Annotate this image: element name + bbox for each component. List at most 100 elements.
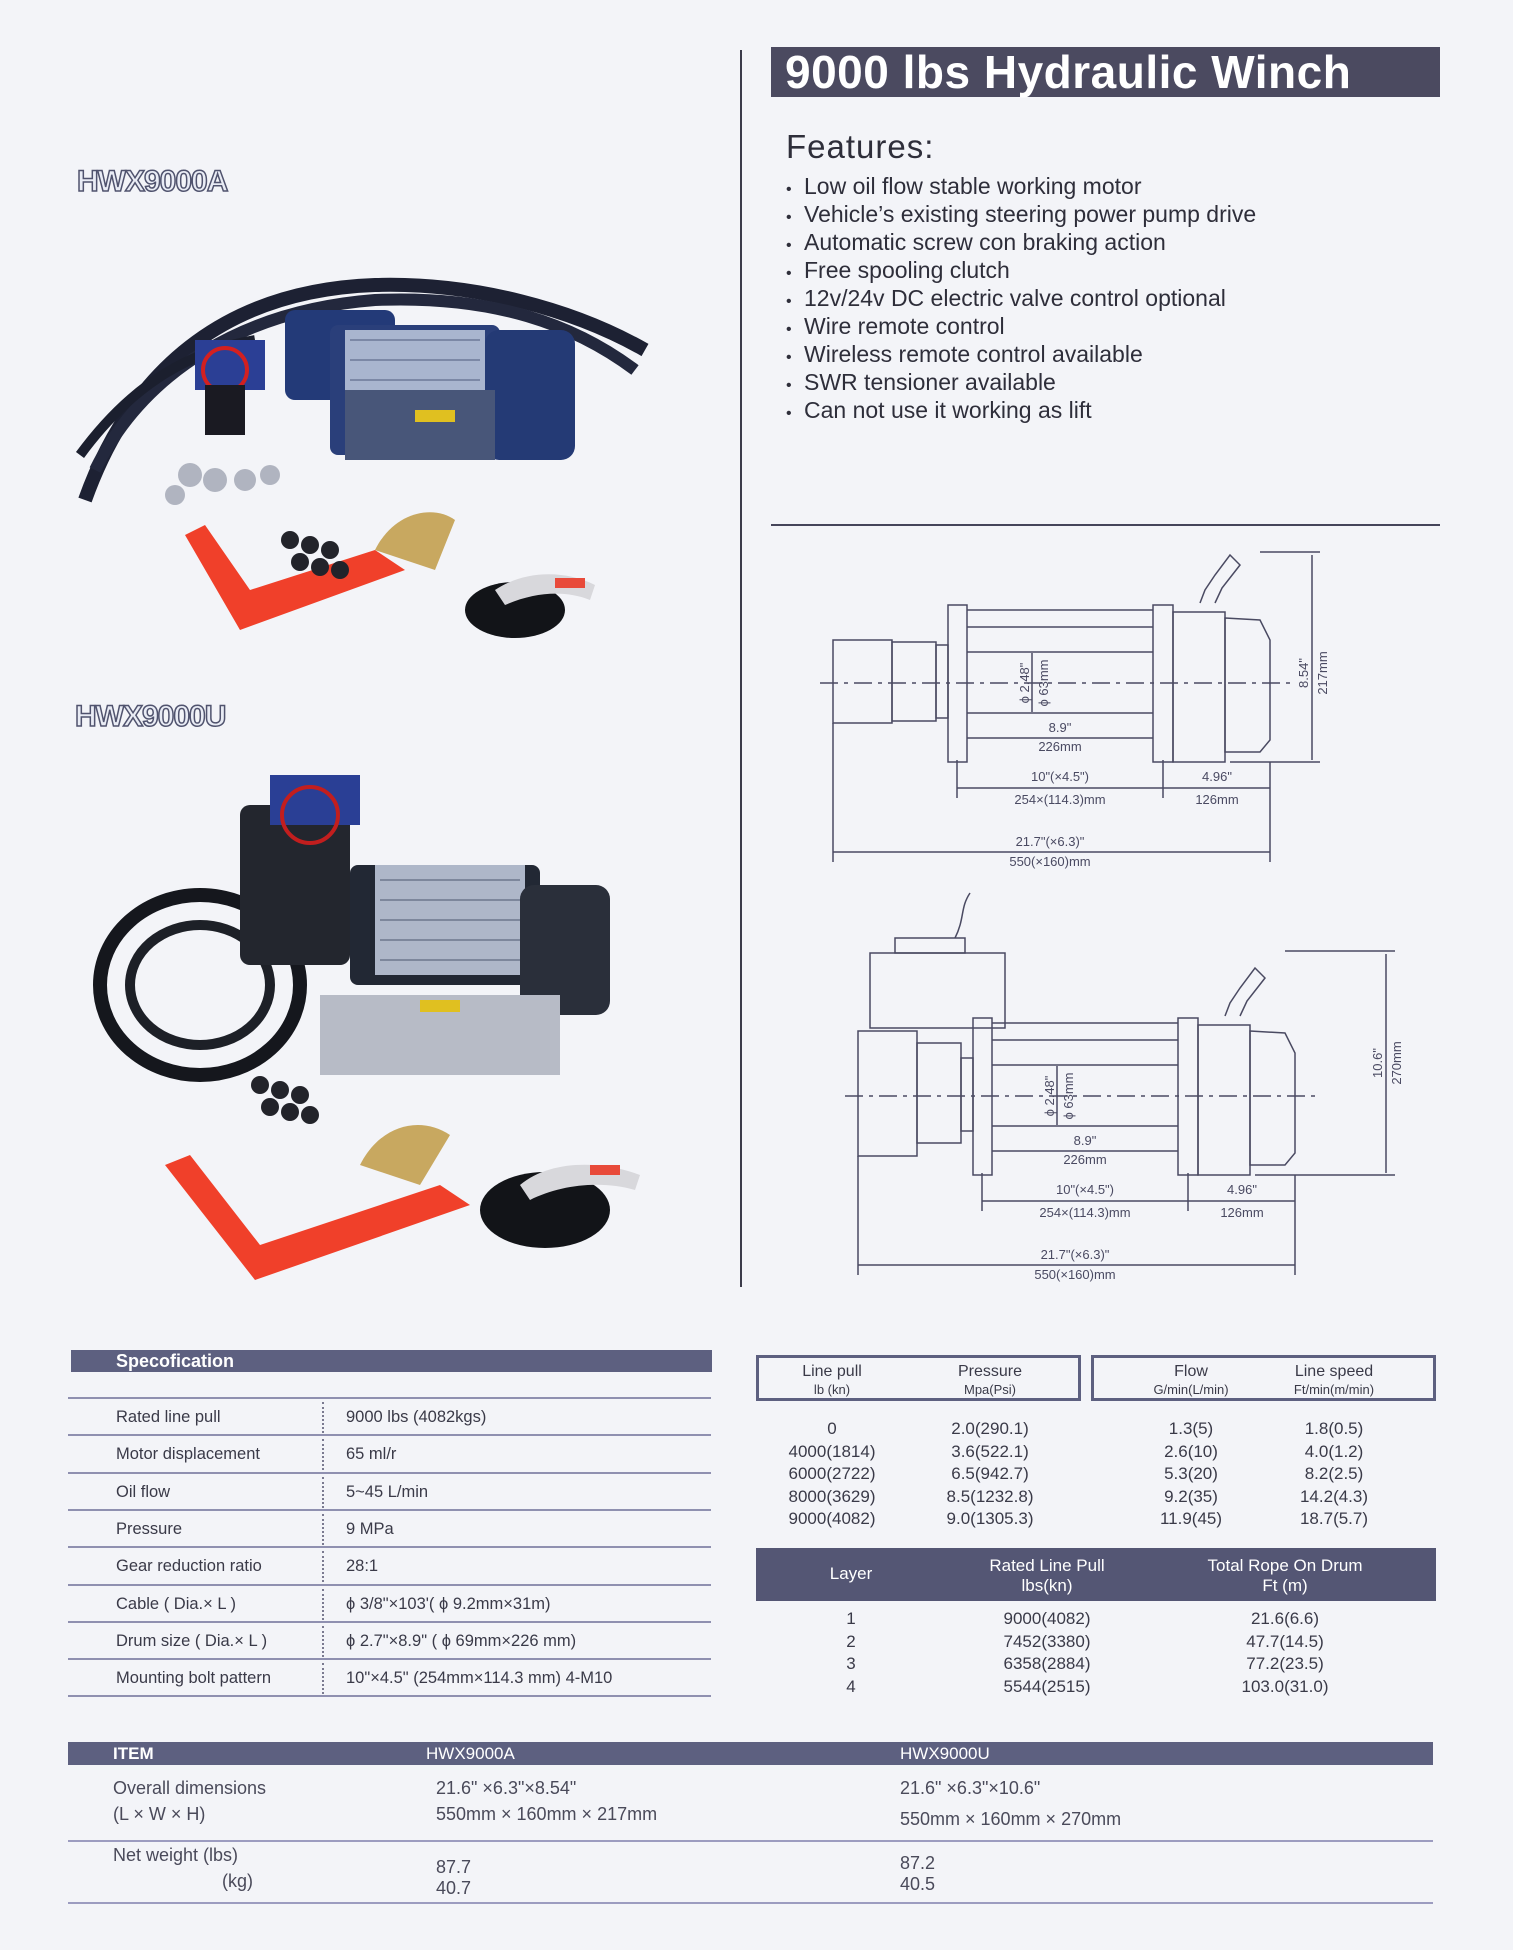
performance-cell: 9000(4082): [788, 1509, 876, 1528]
dims-label-sub: (L × W × H): [113, 1804, 206, 1824]
u-dims-in: 21.6" ×6.3"×10.6": [900, 1778, 1041, 1798]
layer-col-header: Layer: [830, 1564, 873, 1584]
spec-value: ϕ 2.7"×8.9" ( ϕ 69mm×226 mm): [346, 1631, 577, 1650]
performance-cell: 9.2(35): [1164, 1486, 1218, 1506]
u-dims-mm: 550mm × 160mm × 270mm: [900, 1809, 1122, 1829]
layer-cell: 2: [846, 1631, 856, 1651]
height-mm: 217mm: [1315, 651, 1330, 694]
feature-text: SWR tensioner available: [804, 369, 1056, 395]
spec-row: Drum size ( Dia.× L ) ϕ 2.7"×8.9" ( ϕ 69m…: [68, 1620, 711, 1660]
col-unit: Ft (m): [1262, 1576, 1308, 1595]
a-dims-mm: 550mm × 160mm × 217mm: [436, 1804, 658, 1824]
drum-length-in: 8.9": [1074, 1133, 1097, 1148]
drum-diameter-in: ϕ 2.48": [1017, 662, 1032, 703]
product-photo-hwx9000u: [93, 775, 640, 1280]
a-dims-in: 21.6" ×6.3"×8.54": [436, 1778, 577, 1798]
column-divider: [740, 50, 742, 1287]
page-title: 9000 lbs Hydraulic Winch: [771, 47, 1440, 97]
end-length-in: 4.96": [1202, 769, 1232, 784]
bullet-icon: •: [786, 209, 792, 226]
performance-cell: 6000(2722): [788, 1464, 876, 1483]
bullet-icon: •: [786, 405, 792, 422]
comparison-divider: [68, 1840, 1433, 1842]
header-hwx9000u: HWX9000U: [900, 1744, 990, 1763]
layer-cell: 7452(3380): [1003, 1631, 1091, 1651]
feature-text: Vehicle’s existing steering power pump d…: [804, 201, 1257, 227]
spec-separator: [322, 1625, 324, 1657]
layer-table-header: [756, 1548, 1436, 1601]
header-hwx9000a: HWX9000A: [426, 1744, 515, 1763]
layer-cell: 77.2(23.5): [1246, 1654, 1324, 1673]
feature-text: Wire remote control: [804, 313, 1005, 339]
height-in: 8.54": [1296, 658, 1311, 688]
spec-row: Oil flow 5~45 L/min: [68, 1471, 711, 1511]
spec-label: Rated line pull: [116, 1408, 221, 1426]
spec-value: ϕ 3/8"×103'( ϕ 9.2mm×31m): [346, 1594, 551, 1613]
dims-label: Overall dimensions: [113, 1778, 267, 1798]
col-title: Line speed: [1294, 1363, 1374, 1380]
col-title: Flow: [1174, 1363, 1208, 1380]
performance-cell: 6.5(942.7): [951, 1464, 1029, 1483]
spec-label: Oil flow: [116, 1482, 171, 1501]
end-length-mm: 126mm: [1195, 792, 1238, 807]
feature-item: •Free spooling clutch: [786, 256, 1256, 284]
col-title: Total Rope On Drum: [1207, 1556, 1363, 1575]
total-length-in: 21.7"(×6.3)": [1041, 1247, 1110, 1262]
col-unit: lb (kn): [813, 1382, 851, 1397]
spec-value: 9 MPa: [346, 1519, 394, 1538]
comparison-end: [68, 1902, 1433, 1904]
height-mm: 270mm: [1389, 1041, 1404, 1084]
performance-cell: 4000(1814): [788, 1441, 876, 1461]
performance-cell: 3.6(522.1): [951, 1441, 1029, 1461]
total-length-in: 21.7"(×6.3)": [1016, 834, 1085, 849]
height-in: 10.6": [1370, 1048, 1385, 1078]
spec-label: Gear reduction ratio: [116, 1557, 262, 1576]
performance-cell: 4.0(1.2): [1304, 1441, 1364, 1461]
performance-header-box-2: [1091, 1355, 1436, 1401]
spec-label: Mounting bolt pattern: [116, 1669, 272, 1688]
spec-label: Pressure: [116, 1519, 183, 1538]
performance-cell: 0: [827, 1419, 837, 1438]
spec-label: Drum size ( Dia.× L ): [116, 1631, 268, 1650]
layer-cell: 21.6(6.6): [1250, 1609, 1320, 1628]
performance-cell: 8000(3629): [788, 1486, 876, 1506]
spec-value: 10"×4.5" (254mm×114.3 mm) 4-M10: [346, 1669, 613, 1688]
spec-value: 5~45 L/min: [346, 1482, 429, 1501]
bullet-icon: •: [786, 181, 792, 198]
performance-cell: 18.7(5.7): [1299, 1509, 1369, 1528]
col-unit: Mpa(Psi): [963, 1382, 1016, 1397]
col-unit: G/min(L/min): [1153, 1382, 1229, 1397]
performance-cell: 2.0(290.1): [951, 1419, 1029, 1438]
performance-cell: 9.0(1305.3): [946, 1509, 1034, 1528]
col-title: Line pull: [802, 1363, 862, 1380]
layer-cell: 9000(4082): [1003, 1609, 1091, 1628]
drum-diameter-in: ϕ 2.48": [1042, 1075, 1057, 1116]
drum-length-in: 8.9": [1049, 720, 1072, 735]
weight-label-kg: (kg): [222, 1871, 253, 1891]
spec-separator: [322, 1513, 324, 1545]
feature-text: 12v/24v DC electric valve control option…: [804, 285, 1226, 311]
feature-item: •Low oil flow stable working motor: [786, 172, 1256, 200]
bullet-icon: •: [786, 321, 792, 338]
feature-item: •Can not use it working as lift: [786, 396, 1256, 424]
performance-header-box-1: [756, 1355, 1081, 1401]
drum-length-mm: 226mm: [1038, 739, 1081, 754]
comparison-header: ITEM HWX9000A HWX9000U: [68, 1742, 1433, 1765]
spec-value: 28:1: [346, 1557, 379, 1576]
feature-text: Free spooling clutch: [804, 257, 1010, 283]
feature-item: • Wire remote control: [786, 312, 1256, 340]
feature-text: Automatic screw con braking action: [804, 229, 1166, 255]
col-unit: lbs(kn): [1021, 1576, 1073, 1595]
spec-heading: Specofication: [71, 1350, 712, 1372]
drum-length-mm: 226mm: [1063, 1152, 1106, 1167]
bullet-icon: •: [786, 377, 792, 394]
col-title: Pressure: [957, 1363, 1023, 1380]
performance-cell: 1.3(5): [1168, 1419, 1214, 1438]
col-unit: Ft/min(m/min): [1293, 1382, 1375, 1397]
performance-cell: 5.3(20): [1164, 1464, 1218, 1483]
end-length-in: 4.96": [1227, 1182, 1257, 1197]
bolt-pattern-mm: 254×(114.3)mm: [1014, 792, 1105, 807]
